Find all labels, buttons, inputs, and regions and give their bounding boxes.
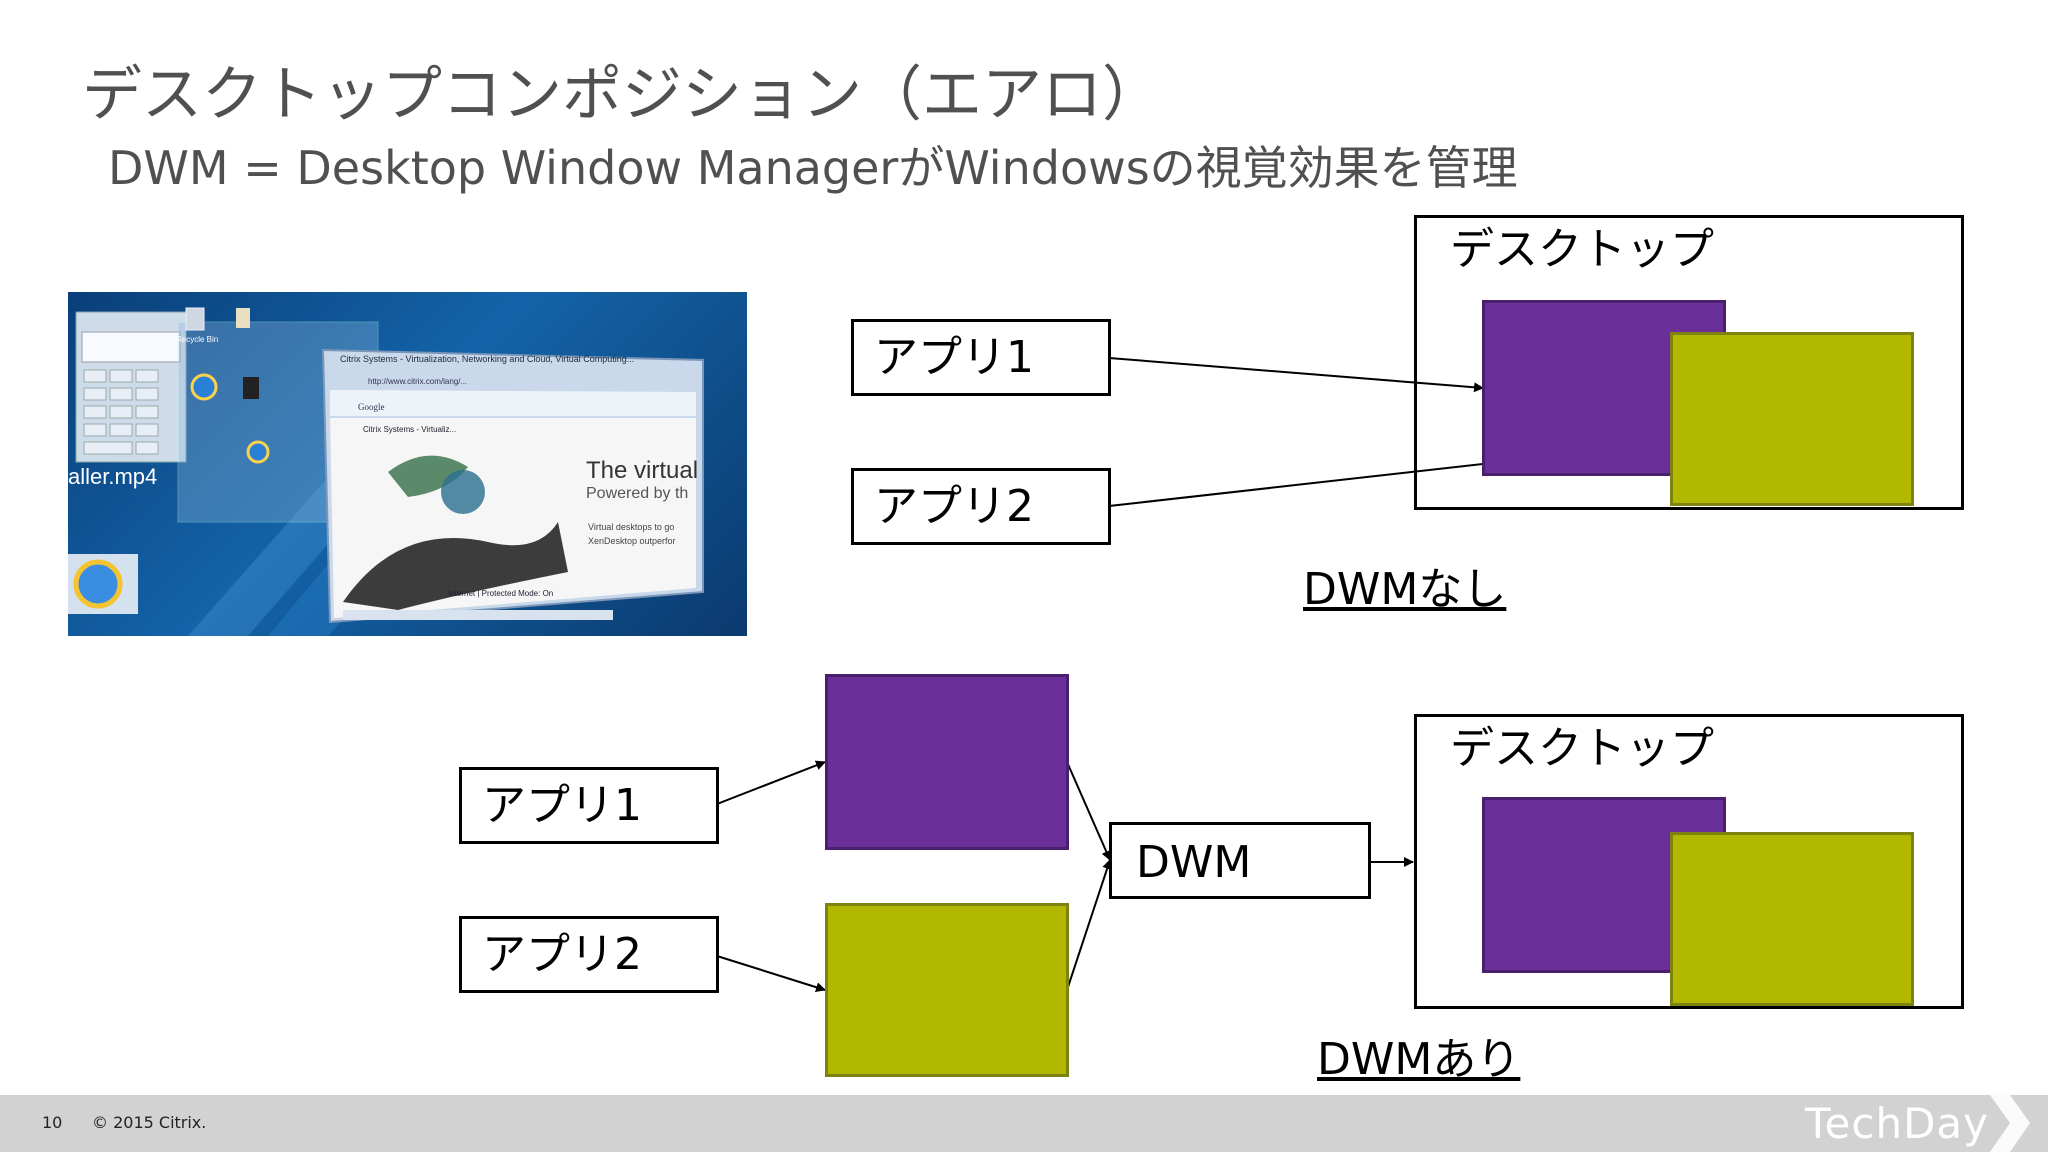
- copyright: © 2015 Citrix.: [92, 1113, 207, 1132]
- footer-bar: 10 © 2015 Citrix. TechDay: [0, 1095, 2048, 1152]
- page-number: 10: [42, 1113, 63, 1132]
- app2-offscreen-buffer: [825, 903, 1069, 1077]
- arrow-buffer1-to-dwm: [1066, 761, 1111, 861]
- page-subheadline: Powered by th: [586, 485, 688, 502]
- techday-logo: TechDay: [1805, 1099, 1990, 1148]
- browser-tab: Citrix Systems - Virtualiz...: [363, 425, 456, 434]
- arrow-buffer2-to-dwm: [1066, 859, 1112, 991]
- app1-offscreen-buffer: [825, 674, 1069, 850]
- slide-title: デスクトップコンポジション（エアロ）: [82, 60, 1162, 130]
- aero-desktop-illustration: Recycle Bin aller.mp4 Citrix Systems - V…: [68, 307, 704, 636]
- footer-chevron-icon: [1990, 1095, 2030, 1152]
- top-desktop-box: デスクトップ: [1414, 215, 1964, 510]
- top-app1-box: アプリ1: [851, 319, 1111, 396]
- page-headline: The virtual: [586, 457, 698, 484]
- bottom-app2-label: アプリ2: [482, 929, 642, 980]
- bottom-desktop-box: デスクトップ: [1414, 714, 1964, 1009]
- slide-subtitle: DWM = Desktop Window ManagerがWindowsの視覚効…: [108, 141, 1518, 195]
- bottom-app2-box: アプリ2: [459, 916, 719, 993]
- calculator-window: [75, 311, 187, 463]
- google-search: Google: [358, 402, 385, 412]
- arrow-app1-to-buffer: [716, 760, 826, 805]
- bottom-desktop-label: デスクトップ: [1450, 723, 1714, 774]
- top-app1-label: アプリ1: [874, 332, 1034, 383]
- page-body-2: XenDesktop outperfor: [588, 536, 676, 546]
- dwm-box: DWM: [1109, 822, 1371, 899]
- bottom-app1-label: アプリ1: [482, 780, 642, 831]
- browser-title: Citrix Systems - Virtualization, Network…: [340, 354, 634, 364]
- browser-window: [321, 348, 704, 624]
- browser-url: http://www.citrix.com/lang/...: [368, 377, 467, 386]
- aero-screenshot: Recycle Bin aller.mp4 Citrix Systems - V…: [68, 292, 747, 636]
- internet-explorer-icon: [68, 554, 138, 614]
- recycle-bin-label: Recycle Bin: [176, 335, 218, 344]
- top-caption: DWMなし: [1303, 564, 1507, 615]
- bottom-app1-box: アプリ1: [459, 767, 719, 844]
- recycle-bin-icon: [185, 307, 205, 331]
- desktop-file-label: aller.mp4: [68, 464, 157, 489]
- arrow-app2-to-buffer: [716, 955, 826, 993]
- bottom-app2-window: [1670, 832, 1914, 1006]
- top-app2-label: アプリ2: [874, 481, 1034, 532]
- top-app2-box: アプリ2: [851, 468, 1111, 545]
- top-desktop-label: デスクトップ: [1450, 224, 1714, 275]
- dwm-label: DWM: [1136, 837, 1252, 888]
- arrow-app1-to-desktop: [1108, 357, 1484, 393]
- bottom-caption: DWMあり: [1317, 1034, 1521, 1085]
- browser-status: Internet | Protected Mode: On: [448, 589, 553, 598]
- top-app2-window: [1670, 332, 1914, 506]
- page-body-1: Virtual desktops to go: [588, 522, 674, 532]
